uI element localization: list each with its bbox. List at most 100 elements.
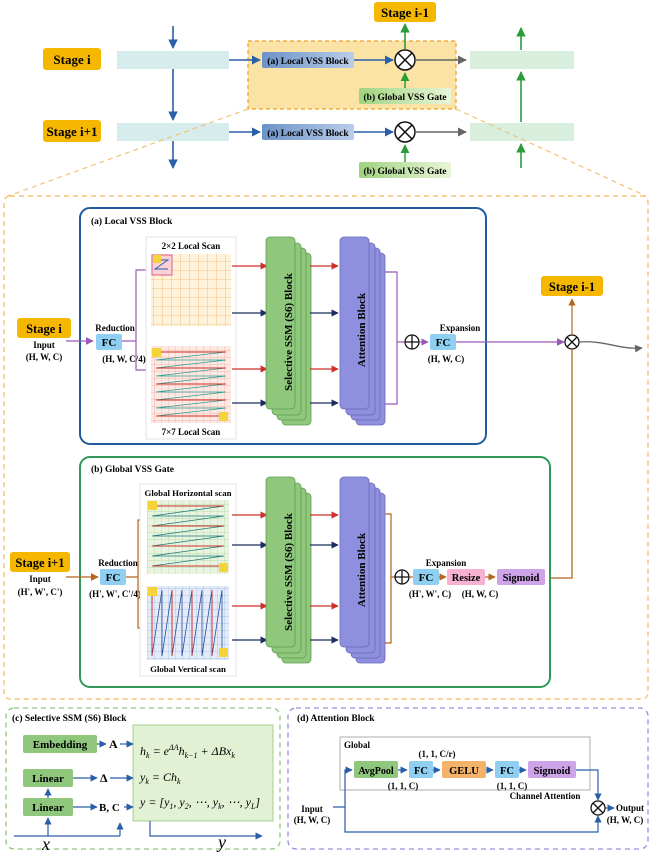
local-attention-block bbox=[339, 236, 370, 410]
embedding-label: Embedding bbox=[33, 739, 88, 751]
global-ssm-block bbox=[265, 476, 296, 648]
stage-i1-badge bbox=[43, 120, 101, 142]
ssm-panel-title: (c) Selective SSM (S6) Block bbox=[12, 713, 127, 724]
attn-gelu-box bbox=[442, 761, 486, 778]
top-global-vss-gate-2 bbox=[359, 162, 451, 178]
local-reduction-label: Reduction bbox=[95, 323, 135, 333]
linear-label-1: Linear bbox=[32, 773, 64, 785]
local-ssm-block bbox=[265, 236, 296, 410]
attn-shape-c1: (1, 1, C) bbox=[388, 781, 419, 791]
ssm-x: x bbox=[41, 834, 50, 854]
local-stage-out-badge bbox=[541, 276, 603, 296]
local-ssm-label: Selective SSM (S6) Block bbox=[283, 272, 295, 391]
local-stage-out-label: Stage i-1 bbox=[549, 280, 595, 294]
top-global-vss-label-1: (b) Global VSS Gate bbox=[364, 92, 447, 103]
attn-fc-label-1: FC bbox=[414, 766, 428, 777]
global-fc-reduction-label: FC bbox=[106, 572, 121, 584]
local-input-label: Input bbox=[33, 340, 55, 350]
local-stage-label: Stage i bbox=[26, 322, 62, 336]
linear-label-2: Linear bbox=[32, 802, 64, 814]
global-reduction-label: Reduction bbox=[98, 558, 138, 568]
attn-sigmoid-box bbox=[528, 761, 576, 778]
global-stage-label: Stage i+1 bbox=[15, 556, 64, 570]
attn-fc-label-2: FC bbox=[500, 766, 514, 777]
top-global-vss-gate-1 bbox=[359, 88, 451, 104]
top-local-vss-label-2: (a) Local VSS Block bbox=[267, 128, 349, 139]
global-sigmoid-box bbox=[497, 569, 545, 585]
attn-input-label: Input bbox=[301, 804, 323, 814]
attn-fc-box-2 bbox=[495, 761, 519, 778]
global-resize-label: Resize bbox=[452, 573, 481, 584]
global-ssm-label: Selective SSM (S6) Block bbox=[283, 512, 295, 631]
stage-i1-label: Stage i+1 bbox=[46, 124, 97, 139]
ssm-eq2: yk = Chk bbox=[139, 770, 181, 786]
embedding-box bbox=[23, 735, 97, 753]
local-input-shape: (H, W, C) bbox=[26, 352, 63, 362]
local-expansion-label: Expansion bbox=[440, 323, 481, 333]
global-input-shape: (H', W', C') bbox=[18, 587, 63, 597]
global-resized-shape: (H, W, C) bbox=[462, 589, 499, 599]
ssm-A: A bbox=[109, 737, 118, 751]
scan-vertical-label: Global Vertical scan bbox=[150, 664, 226, 674]
global-panel-title: (b) Global VSS Gate bbox=[91, 464, 174, 475]
attn-input-shape: (H, W, C) bbox=[294, 815, 331, 825]
global-stage-badge bbox=[10, 552, 70, 572]
ssm-BC: B, C bbox=[99, 802, 120, 814]
local-reduced-shape: (H, W, C/4) bbox=[102, 354, 146, 364]
attn-shape-cr: (1, 1, C/r) bbox=[419, 749, 456, 759]
local-fc-reduction-label: FC bbox=[102, 337, 117, 349]
global-fc-reduction bbox=[100, 569, 126, 585]
local-panel-title: (a) Local VSS Block bbox=[91, 216, 173, 227]
local-attention-label: Attention Block bbox=[356, 292, 368, 367]
feature-bar-i1-right bbox=[470, 123, 574, 141]
feature-bar-i-right bbox=[470, 51, 574, 69]
attn-output-label: Output bbox=[616, 803, 644, 813]
attn-shape-c2: (1, 1, C) bbox=[497, 781, 528, 791]
ssm-detail-panel: (c) Selective SSM (S6) Block Embedding L… bbox=[5, 707, 281, 854]
local-fc-expansion-label: FC bbox=[436, 337, 451, 349]
ssm-delta: Δ bbox=[100, 771, 108, 785]
global-reduced-shape: (H', W', C'/4) bbox=[89, 589, 141, 599]
scan-horizontal-label: Global Horizontal scan bbox=[145, 488, 232, 498]
global-attention-label: Attention Block bbox=[356, 532, 368, 607]
stage-im1-badge bbox=[374, 2, 436, 22]
linear-box-1 bbox=[23, 769, 73, 787]
attn-output-shape: (H, W, C) bbox=[607, 815, 644, 825]
attn-gelu-label: GELU bbox=[449, 766, 479, 777]
attn-avgpool-box bbox=[354, 761, 398, 778]
global-resize-box bbox=[447, 569, 485, 585]
global-vss-panel: (b) Global VSS Gate Stage i+1 Input (H',… bbox=[10, 456, 551, 688]
top-global-vss-label-2: (b) Global VSS Gate bbox=[364, 166, 447, 177]
attn-channel-attention: Channel Attention bbox=[510, 791, 581, 801]
top-local-vss-label-1: (a) Local VSS Block bbox=[267, 56, 349, 67]
detail-frame bbox=[3, 195, 649, 700]
local-fc-reduction bbox=[96, 334, 122, 350]
global-attention-block bbox=[339, 476, 370, 648]
attn-sigmoid-label: Sigmoid bbox=[534, 766, 571, 777]
top-overview: Stage i Stage i+1 Stage i-1 (a) Local VS… bbox=[7, 2, 647, 197]
feature-bar-i1-left bbox=[117, 123, 229, 141]
stage-i-badge bbox=[43, 48, 101, 70]
local-expanded-shape: (H, W, C) bbox=[428, 354, 465, 364]
top-local-vss-block-2 bbox=[262, 124, 354, 140]
global-fc-expansion bbox=[413, 569, 439, 585]
local-stage-badge bbox=[17, 318, 71, 338]
scan-2x2-label: 2×2 Local Scan bbox=[162, 241, 221, 251]
attn-global-label: Global bbox=[344, 740, 371, 750]
linear-box-2 bbox=[23, 798, 73, 816]
attn-fc-box-1 bbox=[409, 761, 433, 778]
attn-avgpool-label: AvgPool bbox=[358, 766, 394, 777]
ssm-y: y bbox=[216, 832, 226, 852]
scan-7x7-label: 7×7 Local Scan bbox=[162, 427, 221, 437]
local-vss-panel: (a) Local VSS Block Stage i Input (H, W,… bbox=[17, 207, 643, 579]
attention-detail-panel: (d) Attention Block Global Input (H, W, … bbox=[287, 707, 649, 850]
ssm-equation-box bbox=[132, 724, 274, 822]
ssm-eq3: y = [y1, y2, ⋯, yk, ⋯, yL] bbox=[139, 795, 260, 811]
global-expansion-label: Expansion bbox=[426, 558, 467, 568]
global-sigmoid-label: Sigmoid bbox=[503, 573, 540, 584]
global-fc-expansion-label: FC bbox=[419, 572, 434, 584]
stage-im1-label: Stage i-1 bbox=[381, 5, 429, 20]
global-expanded-shape: (H', W', C) bbox=[409, 589, 451, 599]
top-local-vss-block-1 bbox=[262, 52, 354, 68]
